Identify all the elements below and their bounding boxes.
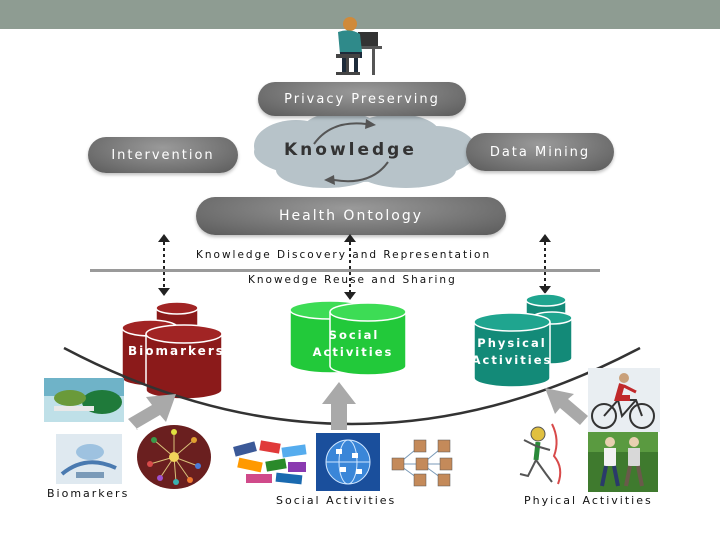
privacy-preserving-pill: Privacy Preserving — [258, 82, 466, 116]
caption-biomarkers: Biomarkers — [47, 487, 130, 500]
physical-db-label-line2: Activities — [471, 353, 553, 367]
social-db-label-line1: Social — [328, 328, 380, 342]
social-logos-icon — [233, 440, 307, 485]
social-database-icon — [289, 300, 407, 376]
knowledge-cloud — [254, 112, 476, 188]
intervention-label: Intervention — [111, 147, 215, 163]
lab-gloves-photo-icon — [44, 378, 124, 422]
dashed-arrows — [158, 234, 551, 300]
data-mining-label: Data Mining — [489, 144, 591, 160]
knowledge-reuse-label: Knowedge Reuse and Sharing — [248, 274, 457, 286]
health-ontology-pill: Health Ontology — [196, 197, 506, 235]
knowledge-discovery-label: Knowledge Discovery and Representation — [196, 249, 492, 261]
social-globe-icon — [316, 433, 380, 491]
health-ontology-label: Health Ontology — [279, 208, 423, 224]
molecule-network-icon — [137, 425, 211, 489]
caption-social-activities: Social Activities — [276, 494, 397, 507]
caption-physical-activities: Phyical Activities — [524, 494, 653, 507]
walking-couple-photo-icon — [588, 432, 658, 492]
physical-database-icon — [473, 293, 573, 388]
separator-line — [90, 269, 600, 272]
person-at-desk-icon — [336, 17, 382, 75]
privacy-preserving-label: Privacy Preserving — [284, 91, 440, 107]
biomarkers-database-icon — [121, 301, 223, 400]
top-bar — [0, 0, 720, 29]
cyclist-photo-icon — [588, 368, 660, 432]
cycle-arrows-icon — [313, 119, 389, 185]
social-db-label-line2: Activities — [312, 345, 394, 359]
physical-db-label-line1: Physical — [477, 336, 547, 350]
biomarkers-db-label: Biomarkers — [128, 344, 225, 358]
running-woman-icon — [519, 423, 562, 485]
lab-equipment-photo-icon — [56, 434, 122, 484]
data-mining-pill: Data Mining — [466, 133, 614, 171]
contact-network-icon — [391, 439, 453, 487]
intervention-pill: Intervention — [88, 137, 238, 173]
knowledge-label: Knowledge — [284, 140, 417, 160]
